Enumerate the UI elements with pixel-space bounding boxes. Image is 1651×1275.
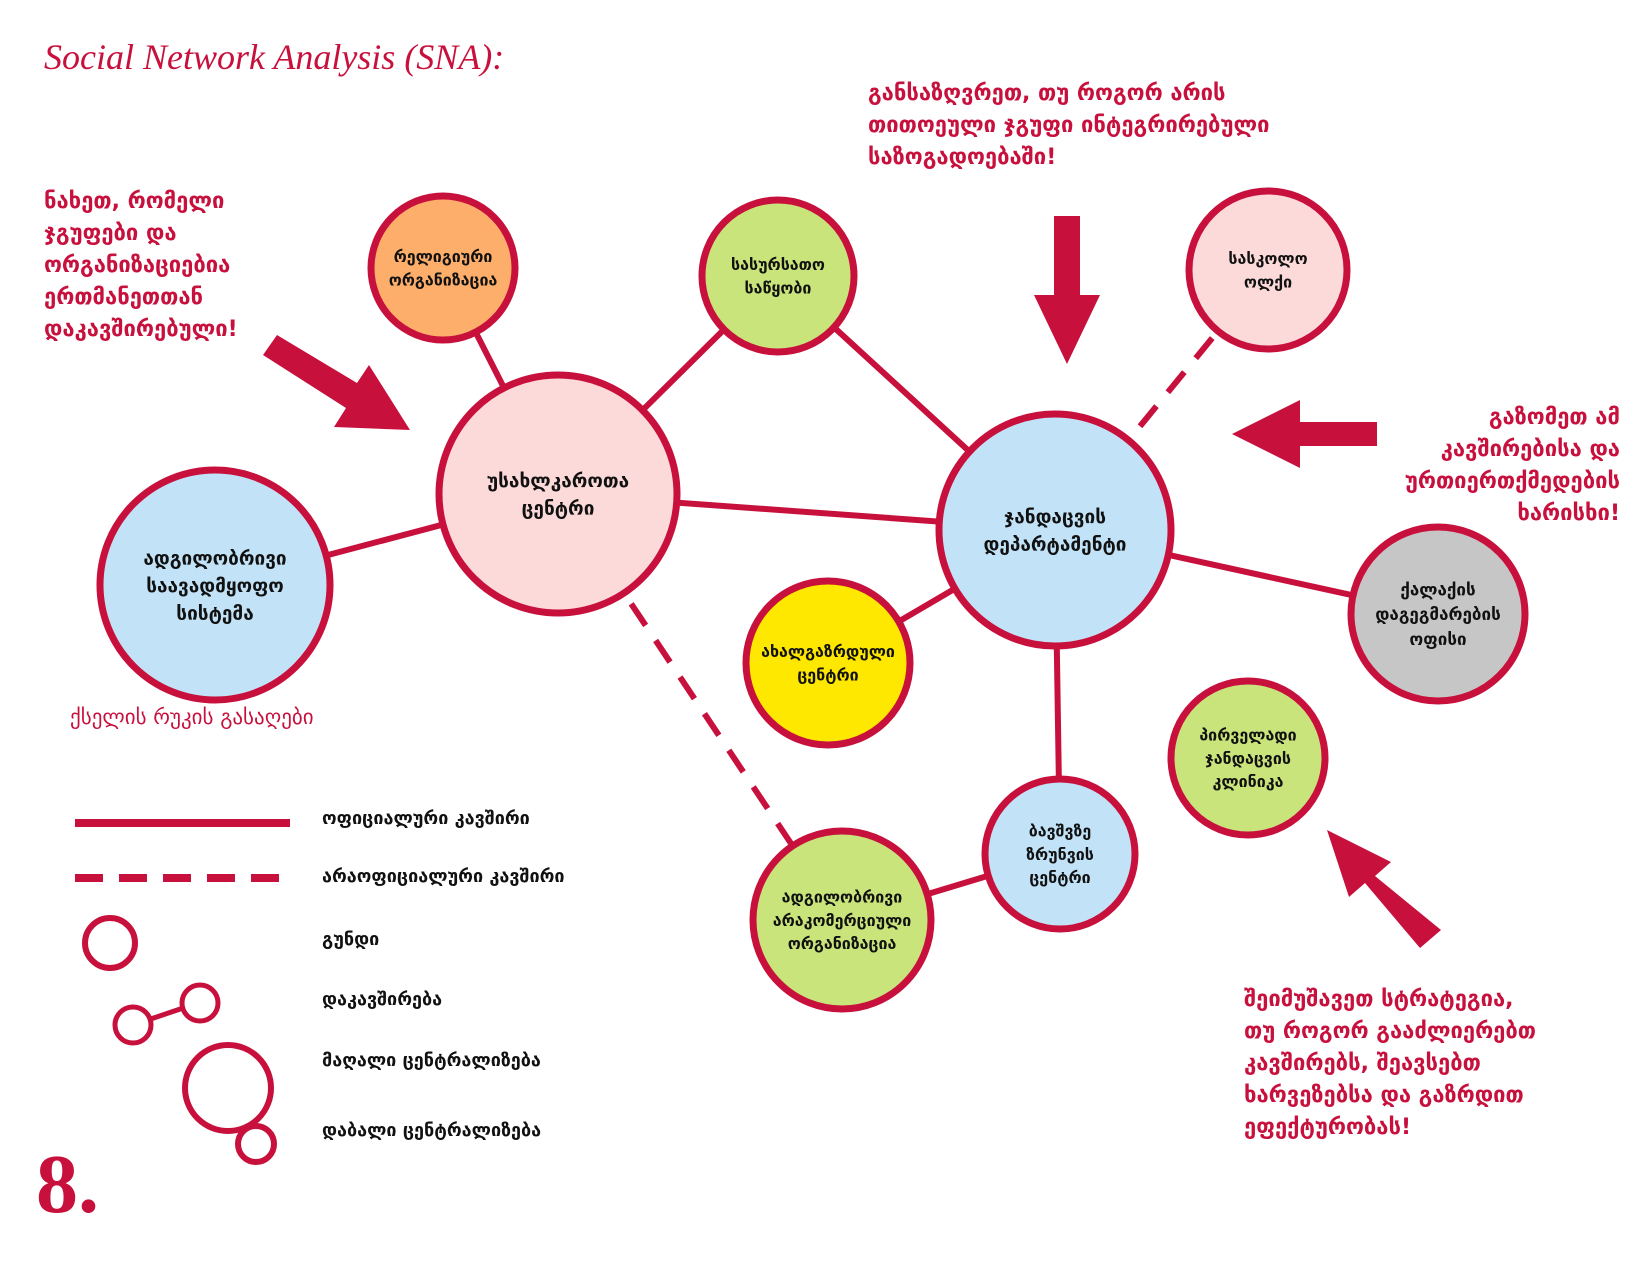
node-label: ზრუნვის — [1026, 845, 1094, 864]
node-label: საავადმყოფო — [146, 575, 284, 597]
node-label: ცენტრი — [522, 498, 595, 520]
node-label: ოლქი — [1244, 272, 1292, 291]
arrow-icon-top-left — [263, 335, 410, 430]
callout-bottom-right: შეიმუშავეთ სტრატეგია, თუ როგორ გააძლიერე… — [1244, 984, 1624, 1144]
callout-line: თუ როგორ გააძლიერებთ — [1244, 1019, 1537, 1044]
node-label: საწყობი — [745, 278, 812, 297]
legend-connection-node-a — [112, 1004, 154, 1046]
node-label: ჯანდაცვის — [1004, 506, 1106, 528]
callout-line: ერთმანეთთან — [44, 285, 204, 310]
callout-line: ჯგუფები და — [44, 221, 177, 246]
node-circle — [742, 577, 914, 749]
arrow-icon-bottom-right — [1327, 830, 1441, 948]
legend-label-high-centrality: მაღალი ცენტრალიზება — [322, 1050, 541, 1071]
node-circle — [981, 775, 1139, 933]
node-label: დეპარტამენტი — [983, 534, 1126, 556]
callout-line: გაზომეთ ამ — [1488, 405, 1620, 430]
node-circle — [749, 827, 935, 1013]
node-label: ორგანიზაცია — [389, 270, 498, 289]
legend-group-icon — [82, 915, 138, 971]
node-label: ადგილობრივი — [782, 888, 903, 907]
callout-line: ხარვეზებსა და გაზრდით — [1244, 1083, 1524, 1108]
node-nonprofit: ადგილობრივი არაკომერციული ორგანიზაცია — [749, 827, 935, 1013]
node-clinic: პირველადი ჯანდაცვის კლინიკა — [1167, 677, 1329, 839]
callout-line: კავშირებს, შეავსებთ — [1244, 1051, 1481, 1076]
node-label: არაკომერციული — [773, 911, 912, 930]
node-health: ჯანდაცვის დეპარტამენტი — [935, 410, 1175, 650]
callout-line: ურთიერთქმედების — [1404, 469, 1620, 494]
node-local_gov: ადგილობრივი საავადმყოფო სისტემა — [96, 466, 334, 704]
callout-line: შეიმუშავეთ სტრატეგია, — [1244, 987, 1514, 1012]
node-label: ბავშვზე — [1029, 822, 1091, 841]
node-label: ცენტრი — [1029, 868, 1090, 887]
node-label: უსახლკაროთა — [487, 470, 629, 492]
legend-label-low-centrality: დაბალი ცენტრალიზება — [322, 1120, 542, 1141]
legend-connection-node-b — [179, 982, 221, 1024]
node-label: ცენტრი — [797, 665, 858, 684]
callout-line: ხარისხი! — [1517, 501, 1620, 526]
node-circle — [367, 192, 519, 344]
nodes-layer: რელიგიური ორგანიზაცია სასურსათო საწყობი სასკ… — [96, 187, 1529, 1013]
node-college: სასკოლო ოლქი — [1185, 187, 1351, 353]
node-city_planning: ქალაქის დაგეგმარების ოფისი — [1347, 523, 1529, 705]
node-label: ორგანიზაცია — [788, 934, 897, 953]
arrow-icon-right — [1232, 400, 1377, 468]
callout-line: ნახეთ, რომელი — [44, 189, 225, 214]
node-circle — [435, 371, 681, 617]
callout-line: განსაზღვრეთ, თუ როგორ არის — [868, 81, 1226, 106]
legend-low-centrality-icon — [235, 1123, 277, 1165]
callout-line: თითოეული ჯგუფი ინტეგრირებული — [868, 113, 1270, 138]
node-restaurants: სასურსათო საწყობი — [698, 196, 858, 356]
legend-label-group: გუნდი — [322, 929, 380, 950]
node-label: სისტემა — [176, 602, 253, 624]
node-circle — [935, 410, 1175, 650]
node-circle — [1167, 677, 1329, 839]
callout-top-left: ნახეთ, რომელი ჯგუფები და ორგანიზაციებია … — [44, 186, 304, 346]
callout-line: კავშირებისა და — [1440, 437, 1620, 462]
node-religious: რელიგიური ორგანიზაცია — [367, 192, 519, 344]
legend-label-formal: ოფიციალური კავშირი — [322, 808, 530, 829]
node-label: ახალგაზრდული — [761, 642, 895, 661]
node-homeless: უსახლკაროთა ცენტრი — [435, 371, 681, 617]
legend-label-connection: დაკავშირება — [322, 989, 443, 1010]
node-circle — [96, 466, 334, 704]
node-label: პირველადი — [1199, 726, 1296, 745]
callout-line: ეფექტურობას! — [1244, 1115, 1412, 1140]
node-label: დაგეგმარების — [1375, 605, 1501, 625]
node-label: სასკოლო — [1228, 249, 1307, 268]
node-label: ქალაქის — [1400, 580, 1475, 600]
arrow-icon-top-center — [1034, 216, 1100, 364]
callout-line: ორგანიზაციებია — [44, 253, 231, 278]
legend-high-centrality-icon — [182, 1042, 274, 1134]
node-circle — [1347, 523, 1529, 705]
page-number: 8. — [36, 1138, 99, 1231]
node-childcare: ბავშვზე ზრუნვის ცენტრი — [981, 775, 1139, 933]
legend-title: ქსელის რუკის გასაღები — [70, 705, 314, 729]
callout-line: საზოგადოებაში! — [868, 145, 1057, 170]
callout-top-center: განსაზღვრეთ, თუ როგორ არის თითოეული ჯგუფ… — [868, 78, 1348, 174]
node-circle — [698, 196, 858, 356]
node-label: ჯანდაცვის — [1205, 749, 1291, 768]
node-youth: ახალგაზრდული ცენტრი — [742, 577, 914, 749]
callout-right: გაზომეთ ამ კავშირებისა და ურთიერთქმედები… — [1340, 402, 1620, 530]
legend-label-informal: არაოფიციალური კავშირი — [322, 866, 565, 887]
node-label: ადგილობრივი — [143, 547, 286, 569]
node-label: რელიგიური — [394, 247, 493, 266]
node-label: კლინიკა — [1213, 772, 1284, 791]
node-label: ოფისი — [1409, 630, 1466, 650]
node-circle — [1185, 187, 1351, 353]
callout-line: დაკავშირებული! — [44, 317, 238, 342]
legend-shapes — [75, 819, 290, 1165]
node-label: სასურსათო — [731, 255, 825, 274]
arrows-layer — [263, 216, 1441, 948]
page-title: Social Network Analysis (SNA): — [44, 37, 505, 77]
